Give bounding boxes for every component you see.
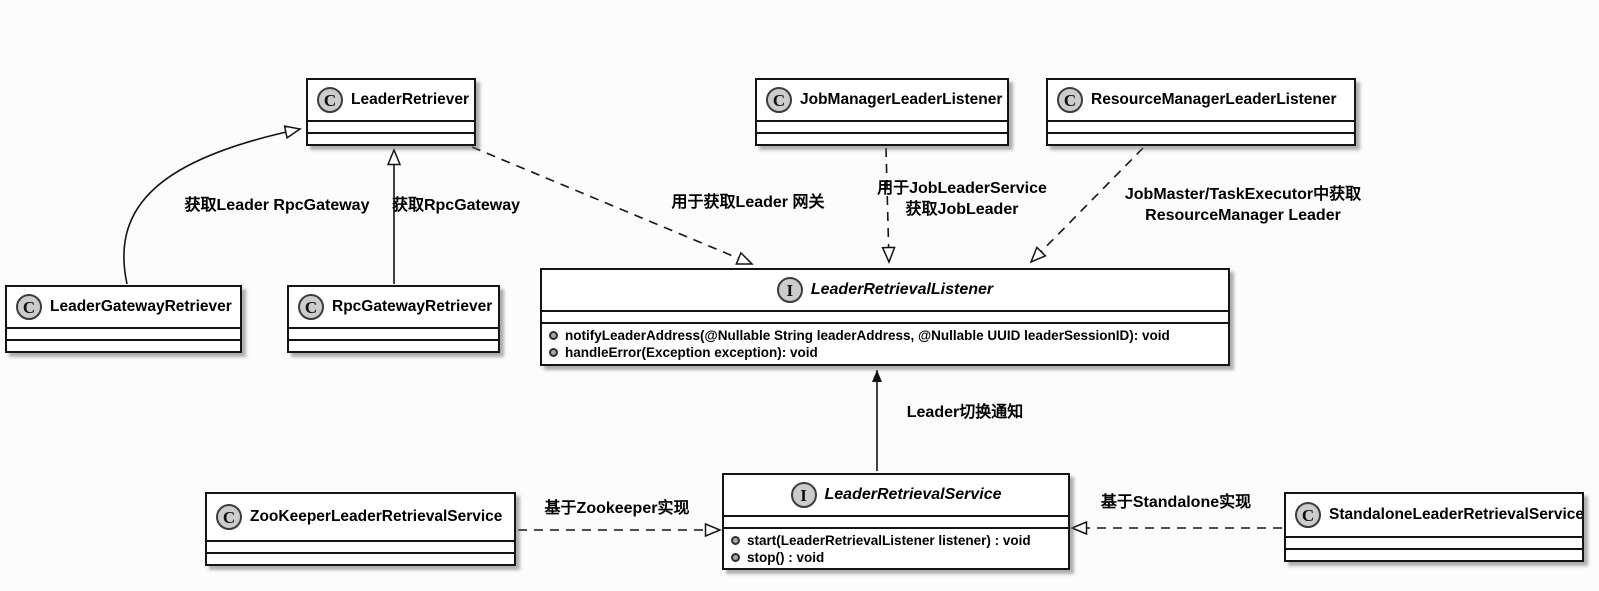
- method-visibility-icon: [731, 536, 740, 545]
- class-name: ZooKeeperLeaderRetrievalService: [250, 508, 503, 525]
- method-row: start(LeaderRetrievalListener listener) …: [731, 533, 1061, 548]
- method-signature: handleError(Exception exception): void: [565, 345, 818, 360]
- class-title: C LeaderGatewayRetriever: [7, 287, 240, 327]
- edge-label-job-leader-service: 用于JobLeaderService 获取JobLeader: [877, 180, 1047, 218]
- method-signature: start(LeaderRetrievalListener listener) …: [747, 533, 1031, 548]
- class-rpc-gateway-retriever: C RpcGatewayRetriever: [287, 285, 500, 353]
- method-row: handleError(Exception exception): void: [549, 345, 1221, 360]
- edge-label-get-leader-rpc-gateway: 获取Leader RpcGateway: [184, 197, 370, 214]
- methods-compartment: [757, 132, 1007, 144]
- class-name: RpcGatewayRetriever: [332, 298, 493, 315]
- edge-label-leader-switch-notice: Leader切换通知: [906, 404, 1024, 421]
- methods-compartment: [7, 339, 240, 351]
- fields-compartment: [7, 327, 240, 339]
- fields-compartment: [207, 540, 514, 552]
- class-name: ResourceManagerLeaderListener: [1091, 91, 1337, 108]
- class-title: C ResourceManagerLeaderListener: [1048, 80, 1354, 120]
- class-title: C JobManagerLeaderListener: [757, 80, 1007, 120]
- class-c-icon: C: [766, 87, 792, 113]
- class-title: C StandaloneLeaderRetrievalService: [1286, 494, 1582, 536]
- class-leader-retriever: C LeaderRetriever: [306, 78, 476, 146]
- method-row: notifyLeaderAddress(@Nullable String lea…: [549, 328, 1221, 343]
- class-title: C LeaderRetriever: [308, 80, 474, 120]
- fields-compartment: [542, 310, 1228, 322]
- interface-title: I LeaderRetrievalService: [724, 475, 1068, 515]
- edge-label-jobmaster-taskexecutor: JobMaster/TaskExecutor中获取 ResourceManage…: [1124, 186, 1362, 224]
- fields-compartment: [724, 515, 1068, 527]
- method-visibility-icon: [731, 553, 740, 562]
- method-signature: stop() : void: [747, 550, 825, 565]
- interface-i-icon: I: [790, 482, 817, 508]
- class-leader-gateway-retriever: C LeaderGatewayRetriever: [5, 285, 242, 353]
- edge-label-get-rpc-gateway: 获取RpcGateway: [391, 197, 521, 214]
- class-c-icon: C: [1057, 87, 1083, 113]
- method-signature: notifyLeaderAddress(@Nullable String lea…: [565, 328, 1170, 343]
- fields-compartment: [1048, 120, 1354, 132]
- class-c-icon: C: [16, 294, 42, 320]
- edge-label-zookeeper-impl: 基于Zookeeper实现: [544, 500, 690, 517]
- class-name: LeaderRetriever: [351, 91, 470, 108]
- method-row: stop() : void: [731, 550, 1061, 565]
- class-c-icon: C: [1295, 502, 1321, 528]
- interface-name: LeaderRetrievalListener: [810, 281, 994, 298]
- class-c-icon: C: [298, 294, 324, 320]
- class-standalone-leader-retrieval-service: C StandaloneLeaderRetrievalService: [1284, 492, 1584, 562]
- class-resource-manager-leader-listener: C ResourceManagerLeaderListener: [1046, 78, 1356, 146]
- interface-i-icon: I: [776, 277, 803, 303]
- class-c-icon: C: [317, 87, 343, 113]
- edge-label-standalone-impl: 基于Standalone实现: [1100, 494, 1252, 511]
- edge-label-used-to-get-leader-gateway: 用于获取Leader 网关: [671, 194, 825, 211]
- interface-title: I LeaderRetrievalListener: [542, 270, 1228, 310]
- methods-compartment: [207, 552, 514, 564]
- interface-name: LeaderRetrievalService: [824, 486, 1002, 503]
- fields-compartment: [308, 120, 474, 132]
- methods-compartment: [308, 132, 474, 144]
- method-visibility-icon: [549, 331, 558, 340]
- methods-compartment: start(LeaderRetrievalListener listener) …: [724, 527, 1068, 568]
- fields-compartment: [1286, 536, 1582, 548]
- fields-compartment: [757, 120, 1007, 132]
- class-job-manager-leader-listener: C JobManagerLeaderListener: [755, 78, 1009, 146]
- class-c-icon: C: [216, 504, 242, 530]
- methods-compartment: [289, 339, 498, 351]
- class-title: C ZooKeeperLeaderRetrievalService: [207, 494, 514, 540]
- method-visibility-icon: [549, 348, 558, 357]
- interface-leader-retrieval-listener: I LeaderRetrievalListener notifyLeaderAd…: [540, 268, 1230, 366]
- class-name: JobManagerLeaderListener: [800, 91, 1003, 108]
- methods-compartment: [1048, 132, 1354, 144]
- methods-compartment: [1286, 548, 1582, 560]
- class-name: LeaderGatewayRetriever: [50, 298, 232, 315]
- class-zookeeper-leader-retrieval-service: C ZooKeeperLeaderRetrievalService: [205, 492, 516, 566]
- fields-compartment: [289, 327, 498, 339]
- class-name: StandaloneLeaderRetrievalService: [1329, 506, 1582, 523]
- class-title: C RpcGatewayRetriever: [289, 287, 498, 327]
- methods-compartment: notifyLeaderAddress(@Nullable String lea…: [542, 322, 1228, 364]
- interface-leader-retrieval-service: I LeaderRetrievalService start(LeaderRet…: [722, 473, 1070, 570]
